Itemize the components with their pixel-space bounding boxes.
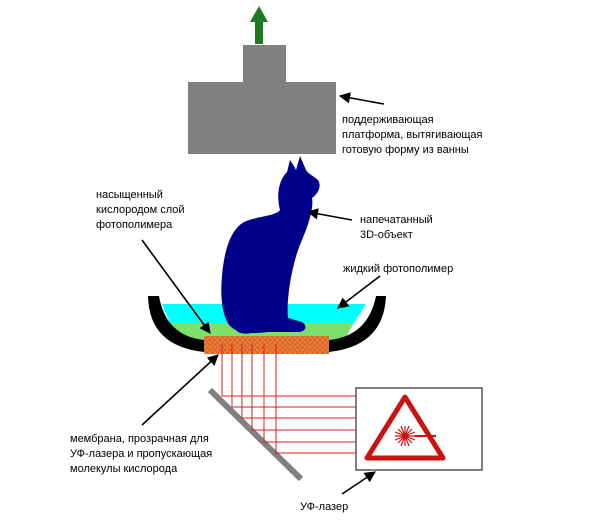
laser-beams (221, 344, 356, 454)
uv-laser-label: УФ-лазер (300, 501, 348, 513)
platform-label-line: готовую форму из ванны (342, 144, 469, 156)
membrane (204, 336, 329, 354)
oxygen-layer-pointer (141, 239, 211, 334)
laser-warning-icon (364, 394, 446, 461)
printed-object-label-line: 3D-объект (360, 229, 413, 241)
printed-object-label: напечатанный 3D-объект (360, 214, 436, 241)
pointer-arrows (141, 92, 385, 495)
oxygen-layer-label: насыщенный кислородом слой фотополимера (96, 189, 188, 231)
membrane-label-line: молекулы кислорода (70, 463, 178, 475)
oxygen-layer-label-line: насыщенный (96, 189, 163, 201)
cat-3d-object (221, 156, 320, 334)
vat-right-wall (329, 296, 386, 352)
support-platform (188, 45, 336, 154)
uv-laser-box (355, 387, 483, 471)
membrane-label-line: мембрана, прозрачная для (70, 433, 209, 445)
platform-label: поддерживающая платформа, вытягивающая г… (342, 114, 486, 156)
uv-laser-label-line: УФ-лазер (300, 501, 348, 513)
membrane-pointer (141, 354, 219, 426)
platform-pointer (338, 92, 385, 105)
oxygen-layer-label-line: фотополимера (96, 219, 173, 231)
liquid-photopolymer-label-line: жидкий фотополимер (343, 263, 453, 275)
printed-object-label-line: напечатанный (360, 214, 433, 226)
membrane-label-line: УФ-лазера и пропускающая (70, 448, 212, 460)
vat-left-wall (148, 296, 204, 352)
object-pointer (306, 208, 353, 221)
platform-label-line: поддерживающая (342, 114, 434, 126)
liquid-photopolymer-label: жидкий фотополимер (343, 263, 453, 275)
laser-pointer (341, 471, 376, 495)
liquid-pointer (337, 275, 381, 309)
platform-label-line: платформа, вытягивающая (342, 129, 483, 141)
mirror (207, 387, 304, 482)
up-arrow-icon (250, 6, 268, 44)
membrane-label: мембрана, прозрачная для УФ-лазера и про… (70, 433, 215, 475)
oxygen-layer-label-line: кислородом слой (96, 204, 185, 216)
